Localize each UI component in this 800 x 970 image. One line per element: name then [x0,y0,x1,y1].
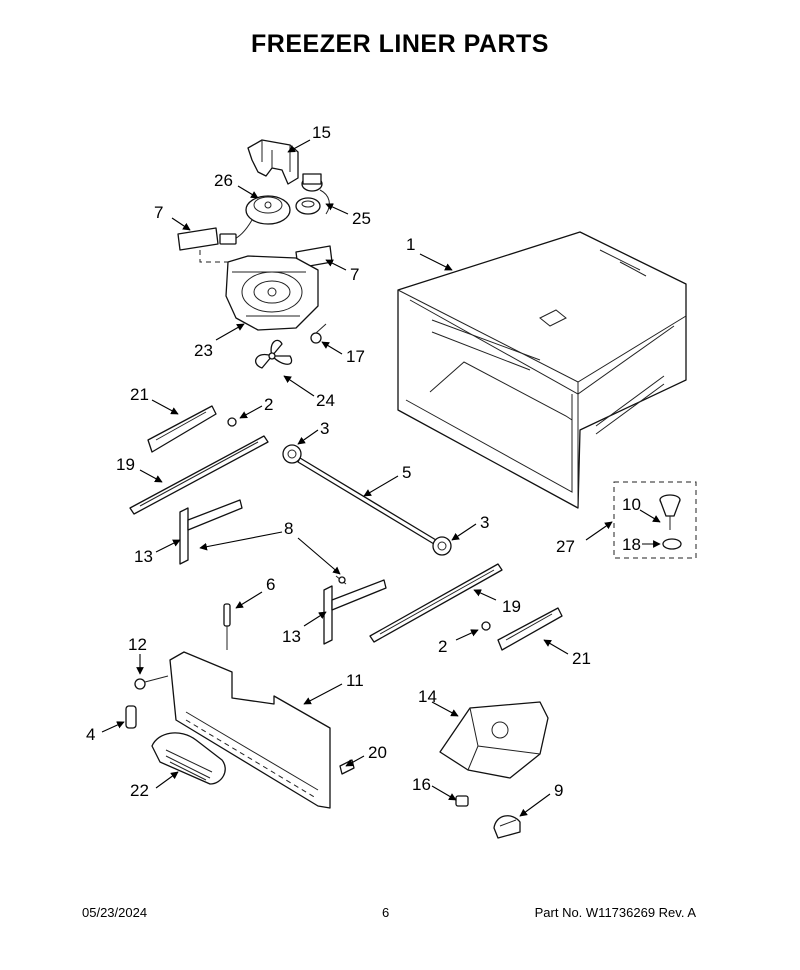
page-title: FREEZER LINER PARTS [251,30,549,58]
part-3-upper-gear[interactable] [282,444,302,464]
part-26-fan-motor[interactable] [219,195,291,245]
callout-5: 5 [402,463,411,482]
part-23-fan-housing[interactable] [225,255,319,331]
part-10-valve[interactable] [659,494,681,530]
part-18-seal[interactable] [662,538,682,550]
part-15-bracket[interactable] [247,139,299,185]
part-9-drain-trap[interactable] [493,815,521,839]
callout-13: 13 [282,627,301,646]
callout-4: 4 [86,725,95,744]
callout-2: 2 [264,395,273,414]
callout-20: 20 [368,743,387,762]
part-21-upper-rail-bracket[interactable] [147,405,217,453]
part-2-upper-screw[interactable] [227,417,237,427]
callout-15: 15 [312,123,331,142]
part-24-fan-blade[interactable] [255,339,293,369]
callout-14: 14 [418,687,437,706]
part-27-kit-box [613,481,697,559]
callout-13: 13 [134,547,153,566]
callout-7: 7 [350,265,359,284]
part-13-upper-bracket[interactable] [179,499,243,565]
callout-27: 27 [556,537,575,556]
part-22-grille[interactable] [151,732,226,785]
callout-3: 3 [320,419,329,438]
footer-date: 05/23/2024 [82,905,148,920]
part-19-lower-slide[interactable] [369,563,503,643]
callout-19: 19 [502,597,521,616]
callout-12: 12 [128,635,147,654]
callout-21: 21 [130,385,149,404]
part-5-shaft[interactable] [297,457,437,545]
part-11-cover-panel[interactable] [169,651,331,809]
part-21-lower-rail-bracket[interactable] [497,607,563,651]
callout-9: 9 [554,781,563,800]
callout-2: 2 [438,637,447,656]
callout-8: 8 [284,519,293,538]
callout-21: 21 [572,649,591,668]
part-1-freezer-liner[interactable] [397,231,687,509]
callout-18: 18 [622,535,641,554]
part-2-lower-screw[interactable] [481,621,491,631]
callout-11: 11 [346,671,364,690]
callout-23: 23 [194,341,213,360]
callout-19: 19 [116,455,135,474]
callout-26: 26 [214,171,233,190]
part-6-tool[interactable] [223,603,231,650]
callout-3: 3 [480,513,489,532]
callout-25: 25 [352,209,371,228]
part-17-screw[interactable] [310,323,327,344]
part-13-lower-bracket[interactable] [323,579,387,645]
callout-6: 6 [266,575,275,594]
part-3-lower-gear[interactable] [432,536,452,556]
callout-labels: 15 26 25 7 7 1 23 17 24 21 2 3 19 5 13 8… [86,123,641,800]
callout-22: 22 [130,781,149,800]
callout-16: 16 [412,775,431,794]
callout-10: 10 [622,495,641,514]
footer-part-number: Part No. W11736269 Rev. A [534,905,696,920]
part-19-upper-slide[interactable] [129,435,269,515]
callout-24: 24 [316,391,335,410]
callout-1: 1 [406,235,415,254]
callout-7: 7 [154,203,163,222]
callout-17: 17 [346,347,365,366]
part-16-clip[interactable] [455,795,469,807]
part-8-screw[interactable] [335,575,347,585]
footer-page-number: 6 [382,905,390,920]
part-14-housing[interactable] [439,701,549,779]
part-4-clip[interactable] [125,705,137,729]
part-7-pad-left[interactable] [177,227,219,251]
part-25-sensors[interactable] [295,173,330,215]
leader-lines [101,139,661,817]
part-12-screw[interactable] [134,675,169,690]
